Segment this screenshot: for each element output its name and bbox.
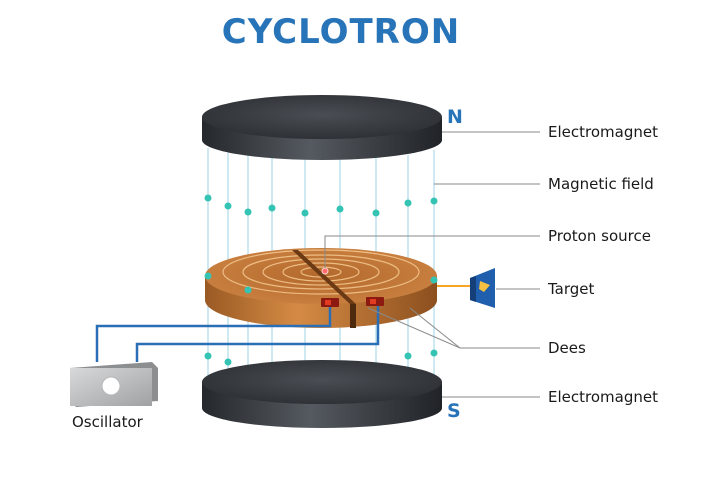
target-plate <box>470 268 495 308</box>
leader-lines <box>324 131 540 398</box>
south-pole-label: S <box>447 400 461 422</box>
label-target: Target <box>548 280 595 298</box>
label-electromagnet-top: Electromagnet <box>548 123 658 141</box>
field-dots-upper <box>204 194 438 217</box>
north-pole-label: N <box>447 106 463 128</box>
top-electromagnet <box>202 95 442 160</box>
bottom-electromagnet <box>202 360 442 428</box>
label-magnetic-field: Magnetic field <box>548 175 654 193</box>
label-proton-source: Proton source <box>548 227 651 245</box>
label-oscillator: Oscillator <box>72 413 143 431</box>
field-dots-disk <box>204 272 438 294</box>
oscillator-box <box>70 362 158 407</box>
diagram-title: CYCLOTRON <box>221 12 461 52</box>
dees-disk <box>205 248 437 328</box>
label-dees: Dees <box>548 339 586 357</box>
oscillator-wires <box>95 306 380 362</box>
label-electromagnet-bottom: Electromagnet <box>548 388 658 406</box>
